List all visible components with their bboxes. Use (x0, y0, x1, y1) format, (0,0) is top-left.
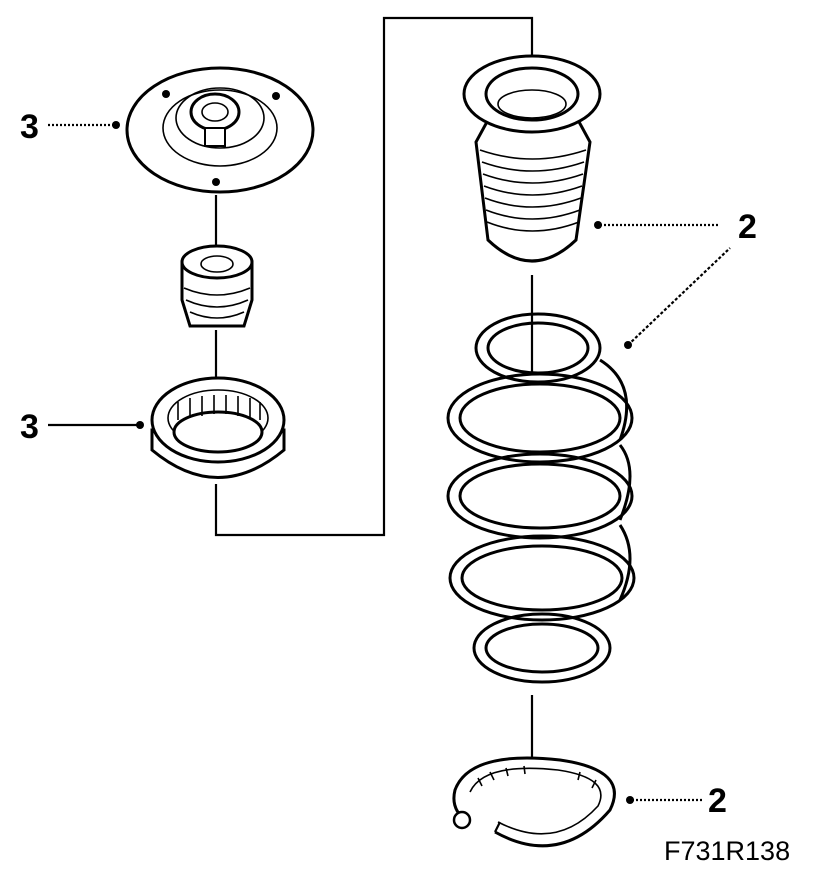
bump-stop (180, 244, 254, 328)
callout-leaders (48, 121, 731, 804)
callout-label-bearing: 3 (20, 408, 39, 446)
callout-label-seat: 2 (708, 782, 727, 820)
strut-bearing (150, 376, 286, 479)
callout-label-upper-mount: 3 (20, 108, 39, 146)
upper-strut-mount (125, 66, 315, 194)
lower-spring-seat (452, 756, 616, 848)
dust-boot (462, 54, 602, 263)
reference-code: F731R138 (664, 836, 790, 866)
callout-label-boot: 2 (738, 208, 757, 246)
coil-spring (446, 312, 636, 684)
